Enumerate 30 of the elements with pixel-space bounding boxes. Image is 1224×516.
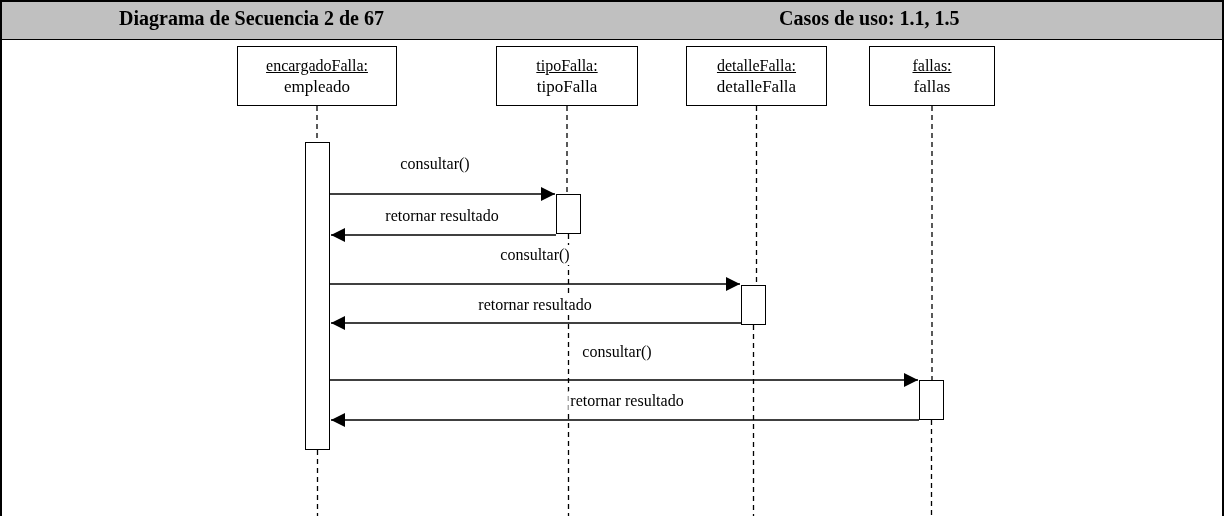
activation-bar	[556, 194, 581, 234]
activation-bar	[305, 142, 330, 450]
edge-label: retornar resultado	[568, 391, 686, 411]
object-name: tipoFalla:	[536, 56, 598, 76]
edge-label: consultar()	[398, 154, 472, 174]
lifeline	[566, 105, 568, 195]
use-case-label: Casos de uso: 1.1, 1.5	[779, 7, 960, 30]
message-arrow	[330, 228, 557, 242]
object-name: fallas:	[912, 56, 952, 76]
message-arrow	[329, 373, 919, 387]
object-name: detalleFalla:	[716, 56, 797, 76]
activation-bar	[741, 285, 766, 325]
class-name: empleado	[283, 76, 351, 97]
message-arrow	[329, 187, 556, 201]
activation-bar	[919, 380, 944, 420]
message-arrow	[330, 413, 920, 427]
class-name: fallas	[913, 76, 951, 97]
diagram-title: Diagrama de Secuencia 2 de 67	[119, 7, 384, 30]
object-box	[496, 46, 638, 106]
object-box	[869, 46, 995, 106]
object-box	[686, 46, 827, 106]
lifeline	[931, 105, 933, 381]
class-name: detalleFalla	[716, 76, 797, 97]
message-arrow	[329, 277, 741, 291]
edge-label: consultar()	[498, 245, 572, 265]
object-box	[237, 46, 397, 106]
object-name: encargadoFalla:	[266, 56, 368, 76]
class-name: tipoFalla	[536, 76, 598, 97]
message-arrow	[330, 316, 742, 330]
edge-label: consultar()	[580, 342, 654, 362]
